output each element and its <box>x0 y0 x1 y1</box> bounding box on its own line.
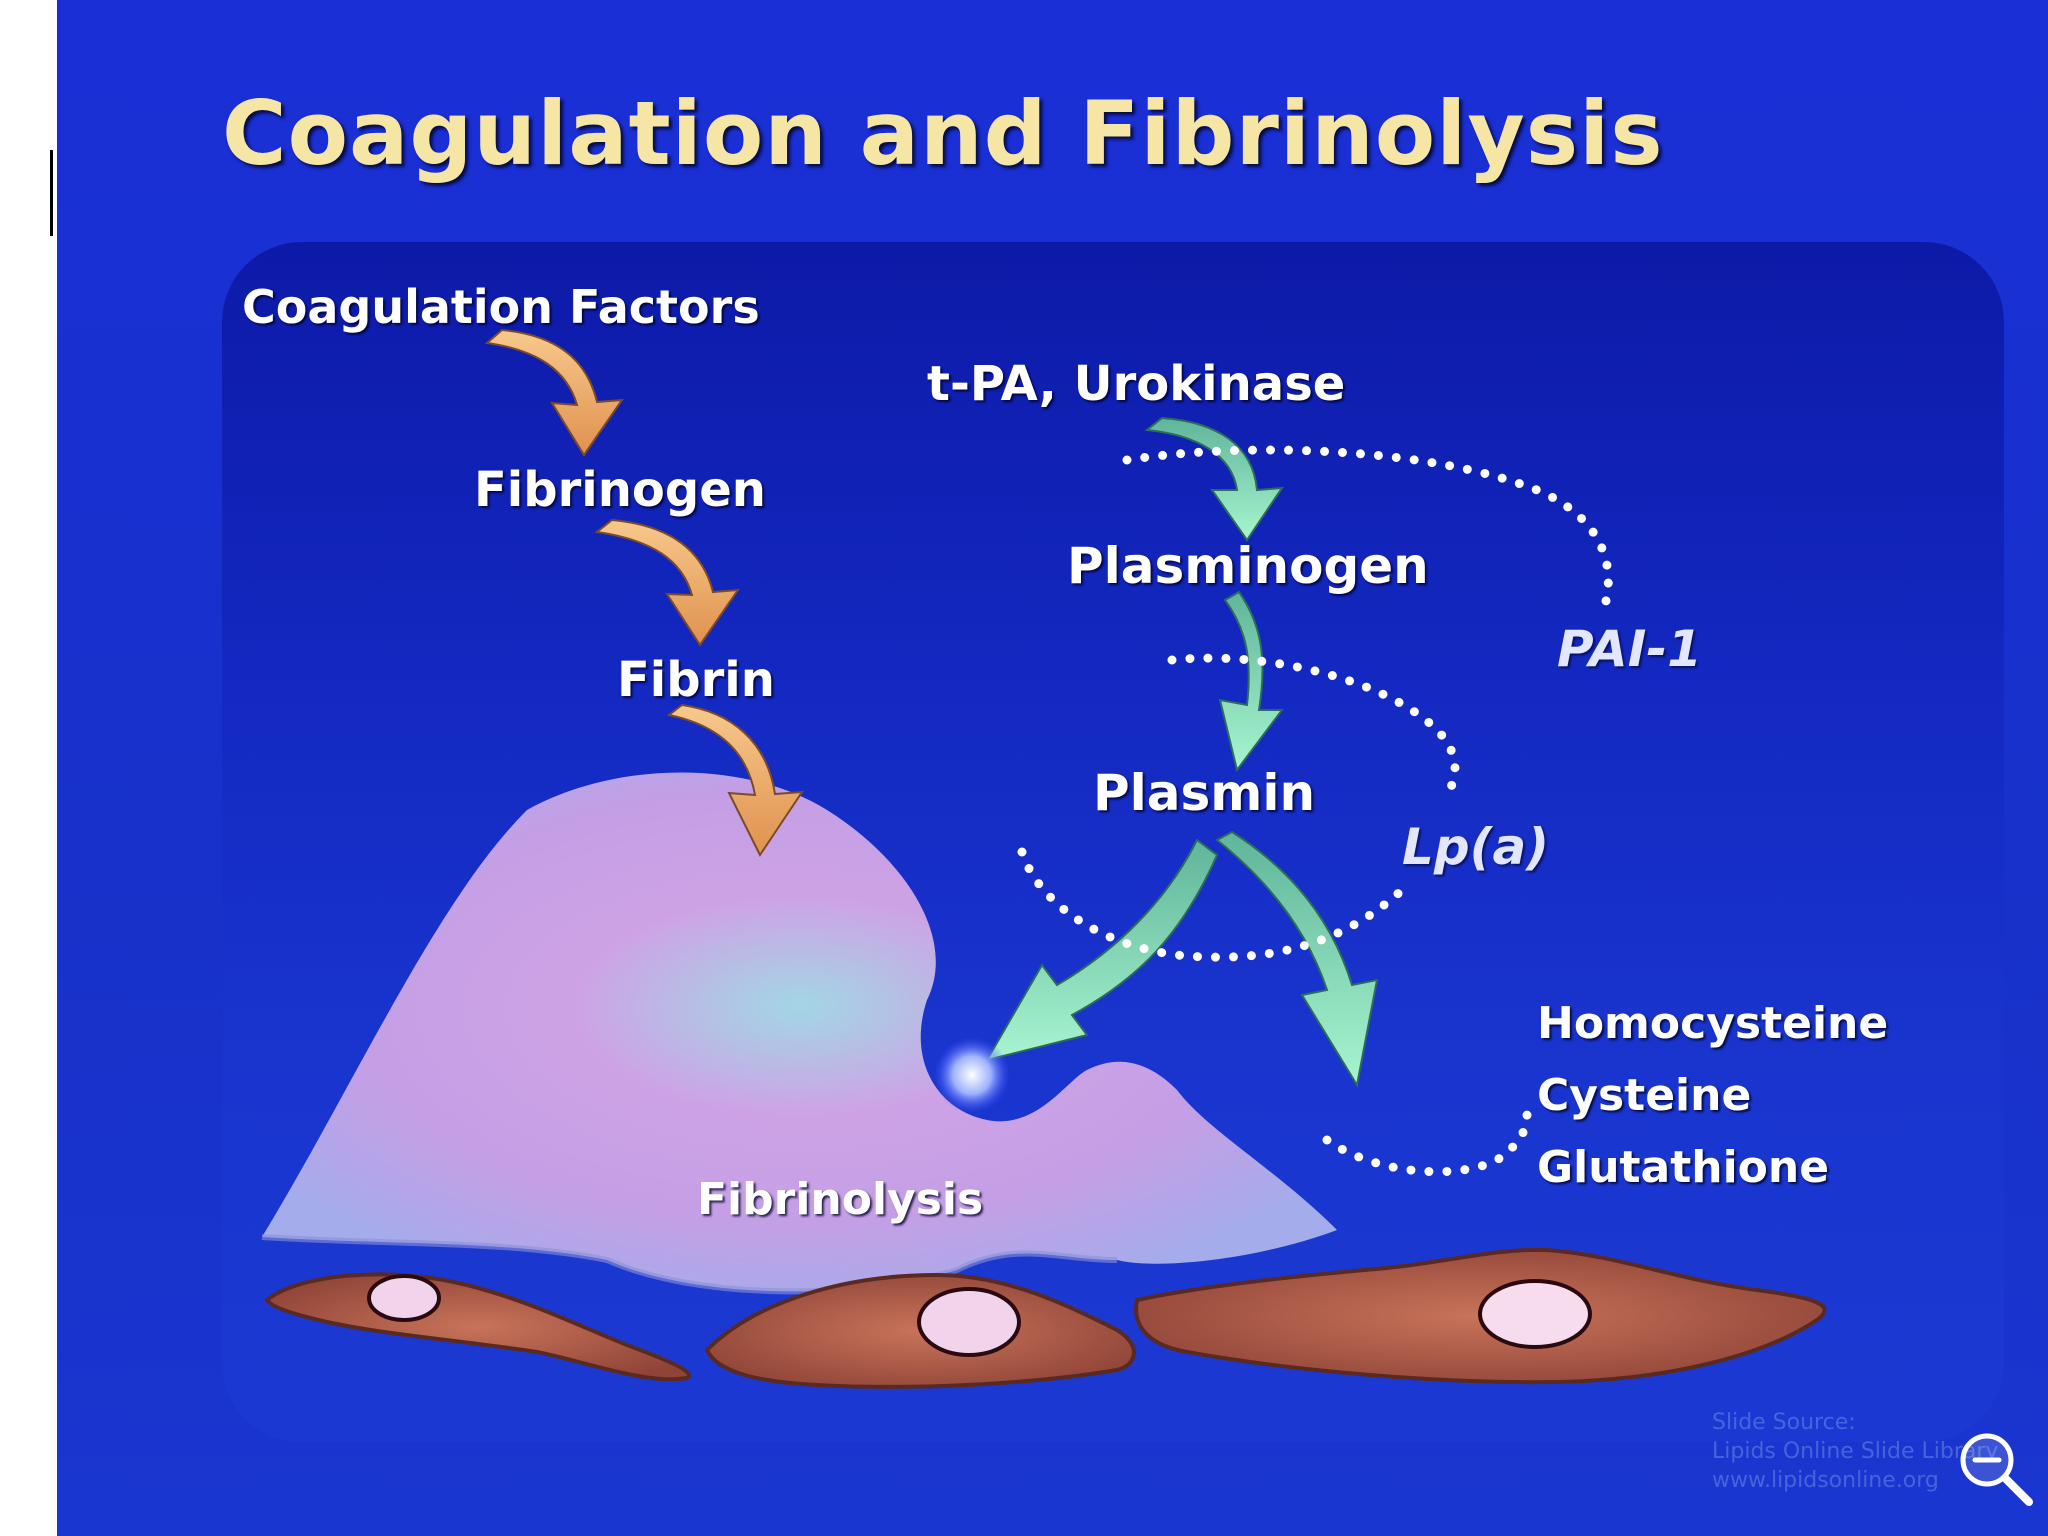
label-homocysteine: Homocysteine <box>1537 998 1889 1049</box>
label-tpa-urokinase: t-PA, Urokinase <box>927 356 1346 412</box>
cell-nucleus-2 <box>917 1287 1021 1357</box>
lysis-spark <box>934 1037 1010 1113</box>
arrow-fibrin-to-clot <box>666 703 804 857</box>
homocysteine-dots <box>1322 1110 1532 1177</box>
arrow-fibrinogen-to-fibrin <box>594 518 741 647</box>
source-line-2: Lipids Online Slide Library <box>1712 1439 1999 1464</box>
label-fibrinolysis: Fibrinolysis <box>697 1174 984 1225</box>
cell-nucleus-1 <box>367 1274 441 1322</box>
slide-title: Coagulation and Fibrinolysis <box>222 82 1664 185</box>
label-plasminogen: Plasminogen <box>1067 537 1429 595</box>
zoom-out-icon[interactable] <box>1955 1428 2037 1510</box>
endothelial-cell-1 <box>264 1272 691 1382</box>
label-plasmin: Plasmin <box>1093 764 1316 822</box>
lpa-lower-dots <box>1017 847 1407 962</box>
label-glutathione: Glutathione <box>1537 1142 1830 1193</box>
arrow-coagulation-to-fibrinogen <box>484 328 625 457</box>
slide: Coagulation and Fibrinolysis <box>57 0 2048 1536</box>
arrow-plasminogen-to-plasmin <box>1218 590 1284 773</box>
source-line-3: www.lipidsonline.org <box>1712 1468 1939 1493</box>
lpa-inhibition-dots <box>1167 653 1460 800</box>
arrow-plasmin-to-degradation <box>1215 830 1379 1088</box>
label-pai1: PAI-1 <box>1557 620 1702 678</box>
label-lpa: Lp(a) <box>1402 818 1550 876</box>
slide-source: Slide Source: Lipids Online Slide Librar… <box>1712 1408 1998 1495</box>
fibrin-clot <box>262 772 1337 1292</box>
pai1-inhibition-dots <box>1122 445 1613 610</box>
label-coagulation-factors: Coagulation Factors <box>242 280 760 334</box>
label-cysteine: Cysteine <box>1537 1070 1752 1121</box>
arrow-plasmin-to-fibrin-site <box>984 838 1219 1062</box>
arrow-tpa-to-plasminogen <box>1144 416 1284 542</box>
cell-nucleus-3 <box>1478 1279 1592 1349</box>
source-line-1: Slide Source: <box>1712 1410 1856 1435</box>
text-cursor <box>50 150 53 236</box>
label-fibrinogen: Fibrinogen <box>474 462 766 518</box>
diagram-artwork <box>261 328 1827 1389</box>
label-fibrin: Fibrin <box>617 652 775 708</box>
